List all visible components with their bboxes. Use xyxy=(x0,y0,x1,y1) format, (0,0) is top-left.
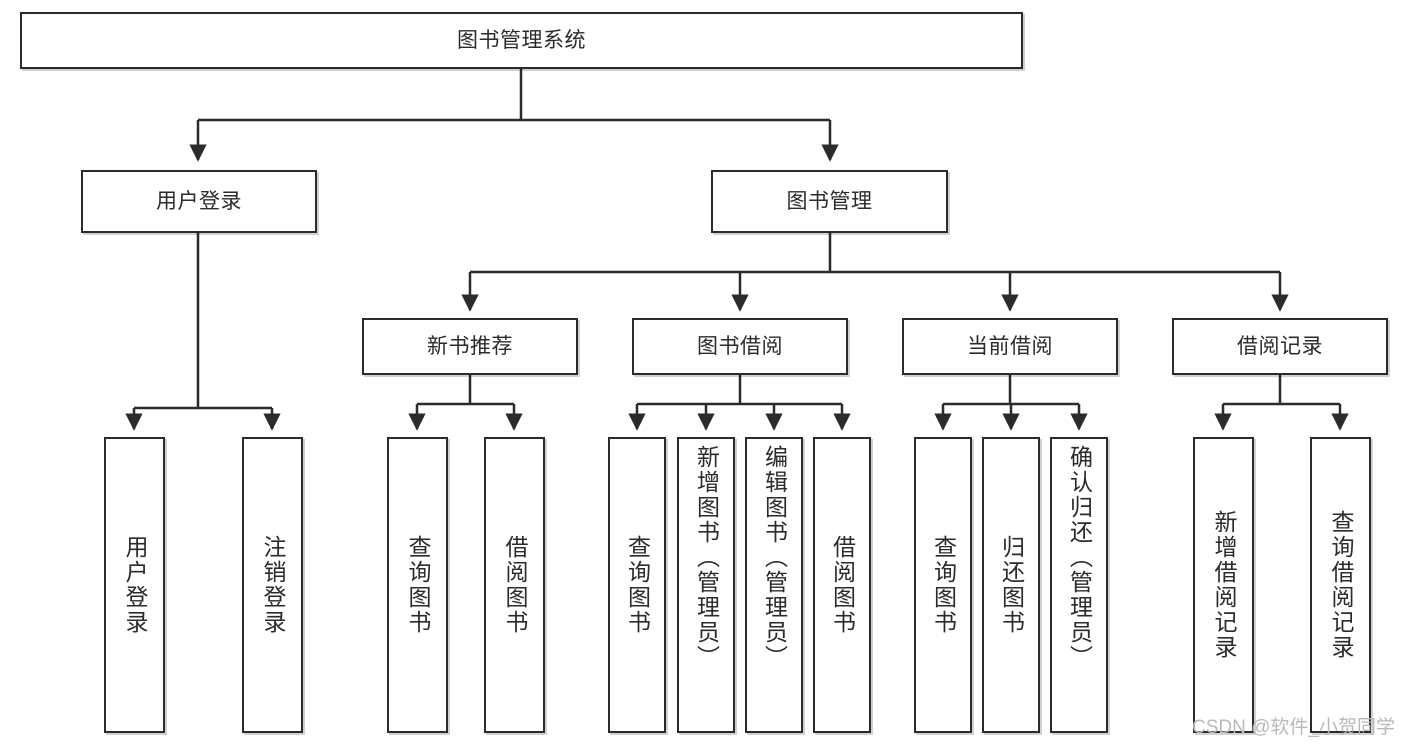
node-leaf-logout[interactable]: 注销登录 xyxy=(242,437,303,733)
node-leaf-return-book[interactable]: 归还图书 xyxy=(982,437,1040,733)
node-leaf-query-book-rec-label: 查询图书 xyxy=(405,535,431,635)
node-leaf-query-borrow-record-label: 查询借阅记录 xyxy=(1328,510,1354,660)
node-user-login[interactable]: 用户登录 xyxy=(81,170,317,233)
node-user-login-label: 用户登录 xyxy=(156,189,242,213)
edge-group-current-borrow xyxy=(934,375,1088,431)
node-leaf-edit-book-admin-label: 编辑图书（管理员） xyxy=(761,445,788,670)
node-root[interactable]: 图书管理系统 xyxy=(20,12,1023,69)
node-leaf-add-borrow-record[interactable]: 新增借阅记录 xyxy=(1193,437,1254,733)
node-leaf-logout-label: 注销登录 xyxy=(260,535,286,635)
node-leaf-edit-book-admin[interactable]: 编辑图书（管理员） xyxy=(745,437,803,733)
node-leaf-user-login-label: 用户登录 xyxy=(122,535,148,635)
node-book-borrow-label: 图书借阅 xyxy=(697,334,783,358)
node-current-borrow[interactable]: 当前借阅 xyxy=(902,318,1118,375)
node-borrow-record-label: 借阅记录 xyxy=(1237,334,1323,358)
node-leaf-query-book-borrow[interactable]: 查询图书 xyxy=(608,437,666,733)
node-new-book-recommend-label: 新书推荐 xyxy=(427,334,513,358)
node-leaf-query-borrow-record[interactable]: 查询借阅记录 xyxy=(1310,437,1371,733)
node-new-book-recommend[interactable]: 新书推荐 xyxy=(362,318,578,375)
node-book-management[interactable]: 图书管理 xyxy=(711,170,948,233)
node-leaf-return-book-label: 归还图书 xyxy=(998,535,1025,635)
node-leaf-query-book-borrow-label: 查询图书 xyxy=(624,535,651,635)
node-leaf-add-borrow-record-label: 新增借阅记录 xyxy=(1211,510,1237,660)
node-leaf-borrow-book[interactable]: 借阅图书 xyxy=(813,437,871,733)
node-leaf-query-book-rec[interactable]: 查询图书 xyxy=(387,437,448,733)
node-book-borrow[interactable]: 图书借阅 xyxy=(632,318,848,375)
node-leaf-borrow-book-rec[interactable]: 借阅图书 xyxy=(484,437,545,733)
edge-group-borrow-record xyxy=(1214,375,1349,431)
edge-group-book-management xyxy=(461,233,1289,312)
node-leaf-query-book-current-label: 查询图书 xyxy=(930,535,957,635)
csdn-watermark: CSDN @软件_小贺同学 xyxy=(1192,717,1395,738)
node-root-label: 图书管理系统 xyxy=(457,28,586,52)
node-current-borrow-label: 当前借阅 xyxy=(967,334,1053,358)
node-leaf-borrow-book-rec-label: 借阅图书 xyxy=(502,535,528,635)
node-leaf-confirm-return-admin-label: 确认归还（管理员） xyxy=(1066,445,1093,670)
node-leaf-add-book-admin[interactable]: 新增图书（管理员） xyxy=(677,437,735,733)
node-leaf-confirm-return-admin[interactable]: 确认归还（管理员） xyxy=(1050,437,1108,733)
edge-group-root xyxy=(189,69,839,162)
edge-group-book-borrow xyxy=(628,375,851,431)
node-book-management-label: 图书管理 xyxy=(786,189,873,213)
edge-group-user-login xyxy=(125,233,281,431)
node-leaf-borrow-book-label: 借阅图书 xyxy=(829,535,856,635)
node-leaf-query-book-current[interactable]: 查询图书 xyxy=(914,437,972,733)
node-leaf-user-login[interactable]: 用户登录 xyxy=(104,437,165,733)
node-borrow-record[interactable]: 借阅记录 xyxy=(1172,318,1388,375)
node-leaf-add-book-admin-label: 新增图书（管理员） xyxy=(693,445,720,670)
edge-group-new-book-recommend xyxy=(408,375,523,431)
